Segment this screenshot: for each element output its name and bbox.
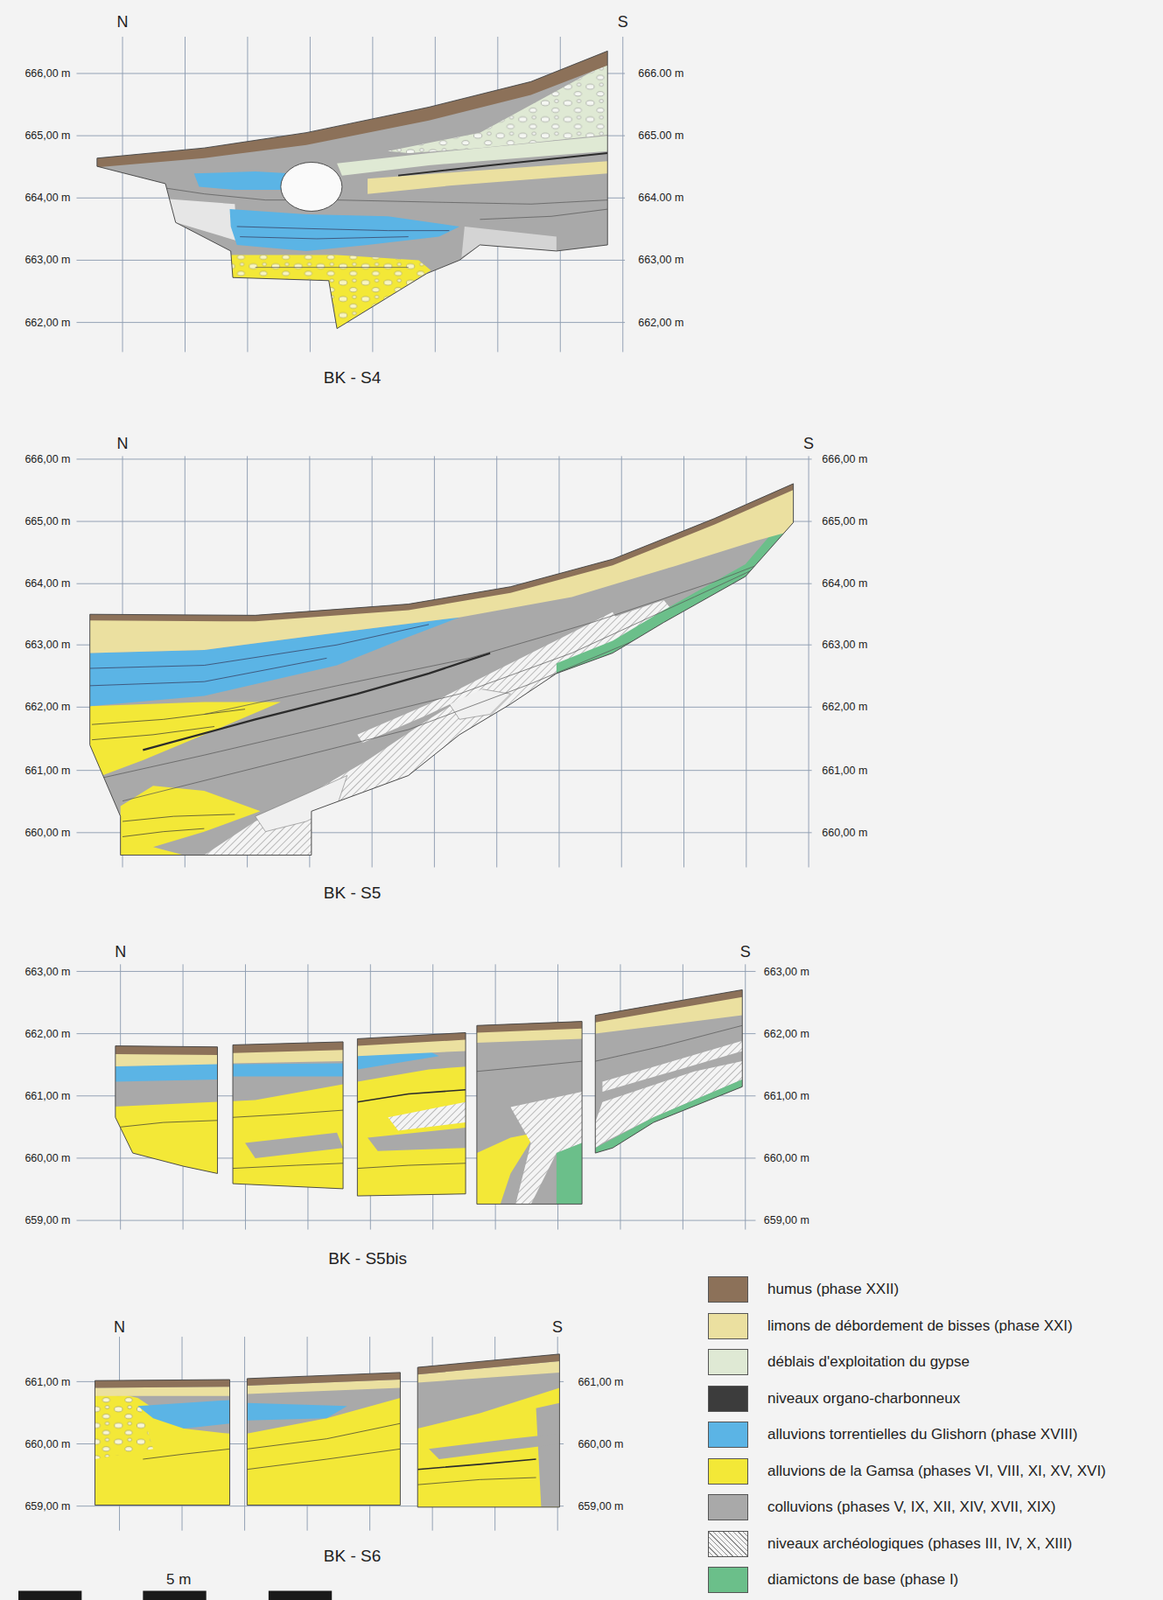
elevation-label: 664,00 m xyxy=(24,191,71,204)
elevation-label: 663,00 m xyxy=(637,253,684,267)
elevation-label: 665,00 m xyxy=(24,515,71,528)
legend-text: colluvions (phases V, IX, XII, XIV, XVII… xyxy=(767,1499,1056,1517)
elevation-label: 664.00 m xyxy=(637,191,684,204)
section-title: BK - S6 xyxy=(323,1547,381,1567)
legend-text: limons de débordement de bisses (phase X… xyxy=(767,1317,1073,1336)
elevation-label: 663,00 m xyxy=(763,966,810,979)
orientation-letter: N xyxy=(113,1318,126,1338)
section-s4 xyxy=(0,0,715,409)
section-s5bis xyxy=(102,969,766,1235)
elevation-label: 660,00 m xyxy=(577,1438,624,1451)
legend-swatch xyxy=(707,1386,749,1413)
orientation-letter: S xyxy=(552,1318,563,1338)
elevation-label: 659,00 m xyxy=(577,1500,624,1514)
scale-bar xyxy=(18,1591,332,1600)
legend-text: déblais d'exploitation du gypse xyxy=(767,1353,970,1372)
scale-label: 5 m xyxy=(166,1571,191,1590)
section-title: BK - S4 xyxy=(323,368,381,388)
orientation-letter: S xyxy=(803,434,814,454)
section-title: BK - S5bis xyxy=(328,1249,407,1269)
elevation-label: 661,00 m xyxy=(821,764,868,778)
legend-text: niveaux archéologiques (phases III, IV, … xyxy=(767,1535,1072,1554)
elevation-label: 662,00 m xyxy=(24,700,71,714)
elevation-label: 659,00 m xyxy=(24,1214,71,1227)
grid-line xyxy=(244,1337,246,1532)
grid-line xyxy=(77,521,813,523)
elevation-label: 666.00 m xyxy=(637,67,684,80)
grid-line xyxy=(122,36,124,352)
grid-line xyxy=(77,458,813,460)
legend-swatch xyxy=(707,1567,749,1594)
elevation-label: 663,00 m xyxy=(24,966,71,979)
elevation-label: 660,00 m xyxy=(24,1152,71,1165)
elevation-label: 663,00 m xyxy=(821,638,868,652)
elevation-label: 664,00 m xyxy=(24,577,71,590)
grid-line xyxy=(683,455,685,868)
elevation-label: 660,00 m xyxy=(821,826,868,840)
legend-swatch xyxy=(707,1531,749,1558)
elevation-label: 663,00 m xyxy=(24,638,71,652)
elevation-label: 660,00 m xyxy=(763,1152,810,1165)
orientation-letter: N xyxy=(117,434,129,454)
elevation-label: 662,00 m xyxy=(24,1028,71,1041)
grid-line xyxy=(744,964,746,1230)
elevation-label: 666,00 m xyxy=(24,67,71,80)
elevation-label: 662,00 m xyxy=(637,316,684,330)
grid-line xyxy=(77,971,757,973)
elevation-label: 665,00 m xyxy=(821,515,868,528)
elevation-label: 659,00 m xyxy=(763,1214,810,1227)
elevation-label: 666,00 m xyxy=(821,453,868,466)
legend-swatch xyxy=(707,1458,749,1486)
elevation-label: 660,00 m xyxy=(24,1438,71,1451)
legend-text: diamictons de base (phase I) xyxy=(767,1571,959,1590)
legend-text: alluvions de la Gamsa (phases VI, VIII, … xyxy=(767,1463,1107,1481)
elevation-label: 661,00 m xyxy=(763,1090,810,1103)
legend-swatch xyxy=(707,1313,749,1340)
elevation-label: 662,00 m xyxy=(24,316,71,330)
elevation-label: 662,00 m xyxy=(763,1028,810,1041)
grid-line xyxy=(808,455,810,868)
elevation-label: 665,00 m xyxy=(24,129,71,142)
grid-line xyxy=(77,322,626,323)
elevation-label: 662,00 m xyxy=(821,700,868,714)
orientation-letter: N xyxy=(114,943,127,962)
elevation-label: 666,00 m xyxy=(24,453,71,466)
elevation-label: 660,00 m xyxy=(24,826,71,840)
elevation-label: 659,00 m xyxy=(24,1500,71,1514)
legend-swatch xyxy=(707,1494,749,1521)
grid-line xyxy=(77,72,626,74)
elevation-label: 664,00 m xyxy=(821,577,868,590)
elevation-label: 661,00 m xyxy=(24,1090,71,1103)
grid-line xyxy=(622,36,624,352)
section-s6 xyxy=(81,1347,572,1521)
section-title: BK - S5 xyxy=(323,883,381,904)
legend-text: alluvions torrentielles du Glishorn (pha… xyxy=(767,1426,1078,1444)
elevation-label: 661,00 m xyxy=(577,1376,624,1389)
elevation-label: 661,00 m xyxy=(24,764,71,778)
elevation-label: 661,00 m xyxy=(24,1376,71,1389)
grid-line xyxy=(621,455,623,868)
elevation-label: 663,00 m xyxy=(24,253,71,267)
legend-text: humus (phase XXII) xyxy=(767,1281,899,1299)
orientation-letter: N xyxy=(117,13,129,32)
orientation-letter: S xyxy=(740,943,751,962)
legend-swatch xyxy=(707,1422,749,1449)
legend-text: niveaux organo-charbonneux xyxy=(767,1390,960,1409)
legend-swatch xyxy=(707,1276,749,1304)
elevation-label: 665.00 m xyxy=(637,129,684,142)
grid-line xyxy=(77,1220,757,1222)
orientation-letter: S xyxy=(617,13,629,32)
section-s5 xyxy=(0,408,919,919)
legend-swatch xyxy=(707,1349,749,1376)
